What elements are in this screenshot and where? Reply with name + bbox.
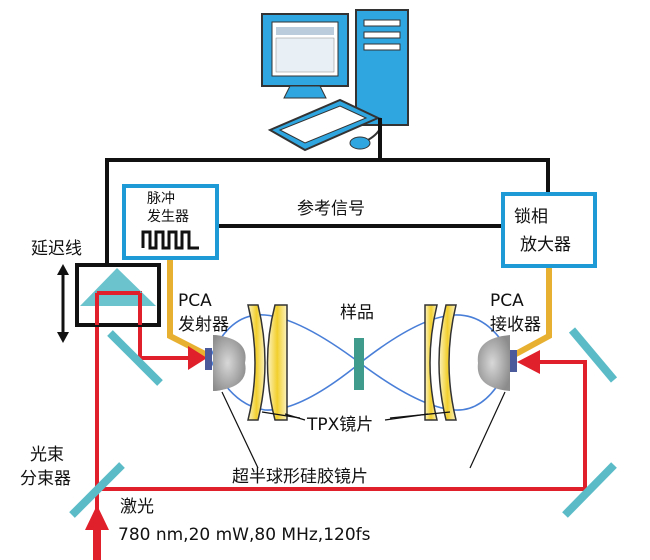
laser-label: 激光 (120, 497, 154, 517)
delay-line-label: 延迟线 (31, 239, 82, 259)
mirror-right-lower (562, 462, 617, 518)
control-wires (105, 118, 550, 266)
mirror-right-upper (568, 327, 618, 383)
pulse-generator-label-2: 发生器 (147, 209, 189, 225)
reference-signal-label: 参考信号 (297, 199, 365, 219)
lockin-label-2: 放大器 (520, 235, 571, 255)
receiver-label-1: PCA (490, 291, 524, 311)
laser-input-arrow (85, 505, 109, 530)
laser-arrow-emitter (188, 346, 207, 370)
silicon-lens-label: 超半球形硅胶镜片 (232, 467, 368, 487)
lockin-amplifier-box (501, 192, 597, 268)
sample-label: 样品 (340, 303, 374, 323)
lockin-label-1: 锁相 (514, 207, 548, 227)
pca-receiver (477, 335, 517, 391)
tpx-lenses (247, 304, 457, 421)
delay-direction-arrow-icon (57, 264, 69, 343)
laser-arrow-receiver (517, 350, 540, 374)
sample (354, 338, 364, 390)
mirrors (69, 327, 618, 518)
pointer-lines (221, 391, 506, 469)
emitter-label-1: PCA (178, 291, 212, 311)
signal-cables (167, 258, 552, 358)
beam-splitter (69, 462, 125, 518)
emitter-label-2: 发射器 (178, 315, 229, 335)
beam-splitter-label-1: 光束 (30, 445, 64, 465)
receiver-label-2: 接收器 (490, 315, 541, 335)
laser-specs-label: 780 nm,20 mW,80 MHz,120fs (118, 525, 371, 545)
pulse-waveform-icon (141, 230, 199, 250)
pulse-generator-label-1: 脉冲 (147, 191, 175, 207)
delay-line-stage (75, 263, 161, 327)
tpx-lens-label: TPX镜片 (306, 415, 373, 435)
pca-emitter (205, 335, 246, 391)
beam-splitter-label-2: 分束器 (20, 469, 71, 489)
mirror-left (107, 330, 163, 386)
computer-icon (261, 9, 409, 152)
